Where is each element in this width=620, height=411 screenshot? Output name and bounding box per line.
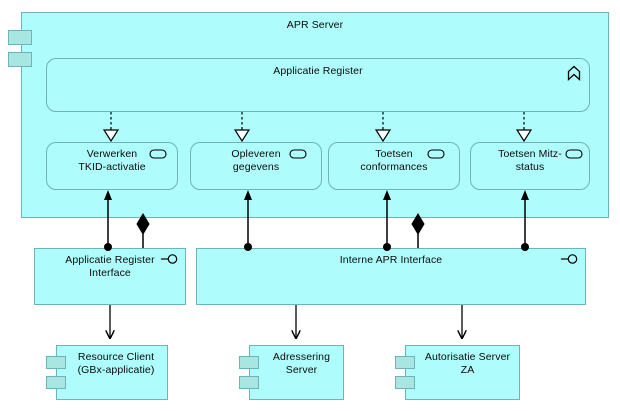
apr-server-title: APR Server (286, 19, 344, 31)
component-adressering-server[interactable]: Adressering Server (249, 345, 344, 400)
component-resource-client[interactable]: Resource Client (GBx-applicatie) (56, 345, 168, 400)
application-interface-icon (161, 254, 178, 264)
interface-label: Interne APR Interface (339, 254, 443, 266)
service-label: Verwerken TKID-activatie (78, 148, 146, 173)
component-icon-resource-client-bottom (46, 376, 66, 389)
component-autorisatie-server-za[interactable]: Autorisatie Server ZA (405, 345, 520, 400)
component-label: Resource Client (GBx-applicatie) (77, 351, 155, 376)
applicatie-register-box[interactable]: Applicatie Register (46, 58, 590, 112)
rel-server-composes-interne (411, 213, 425, 248)
component-icon-resource-client-top (46, 356, 66, 369)
application-interface-icon (561, 254, 578, 264)
rel-server-composes-arifc (136, 213, 150, 248)
component-icon-adressering-server-top (239, 356, 259, 369)
component-icon-autorisatie-server-top (395, 356, 415, 369)
interface-interne-apr-interface[interactable]: Interne APR Interface (196, 248, 586, 305)
service-label: Toetsen conformances (360, 148, 428, 173)
service-toetsen-conformances[interactable]: Toetsen conformances (328, 142, 460, 190)
application-service-icon (427, 149, 445, 159)
service-opleveren-gegevens[interactable]: Opleveren gegevens (190, 142, 322, 190)
component-icon-autorisatie-server-bottom (395, 376, 415, 389)
application-function-icon (567, 65, 581, 81)
application-service-icon (149, 149, 167, 159)
component-label: Adressering Server (272, 351, 331, 376)
application-service-icon (289, 149, 307, 159)
service-label: Toetsen Mitz- status (498, 148, 562, 173)
interface-applicatie-register-interface[interactable]: Applicatie Register Interface (34, 248, 186, 305)
service-toetsen-mitz-status[interactable]: Toetsen Mitz- status (470, 142, 590, 190)
service-verwerken-tkid-activatie[interactable]: Verwerken TKID-activatie (46, 142, 178, 190)
component-icon-apr-server-bottom (8, 52, 32, 67)
applicatie-register-label: Applicatie Register (273, 65, 363, 77)
service-label: Opleveren gegevens (231, 148, 281, 173)
component-label: Autorisatie Server ZA (424, 351, 511, 376)
component-icon-apr-server-top (8, 30, 32, 45)
component-icon-adressering-server-bottom (239, 376, 259, 389)
interface-label: Applicatie Register Interface (65, 254, 155, 279)
application-service-icon (565, 149, 583, 159)
